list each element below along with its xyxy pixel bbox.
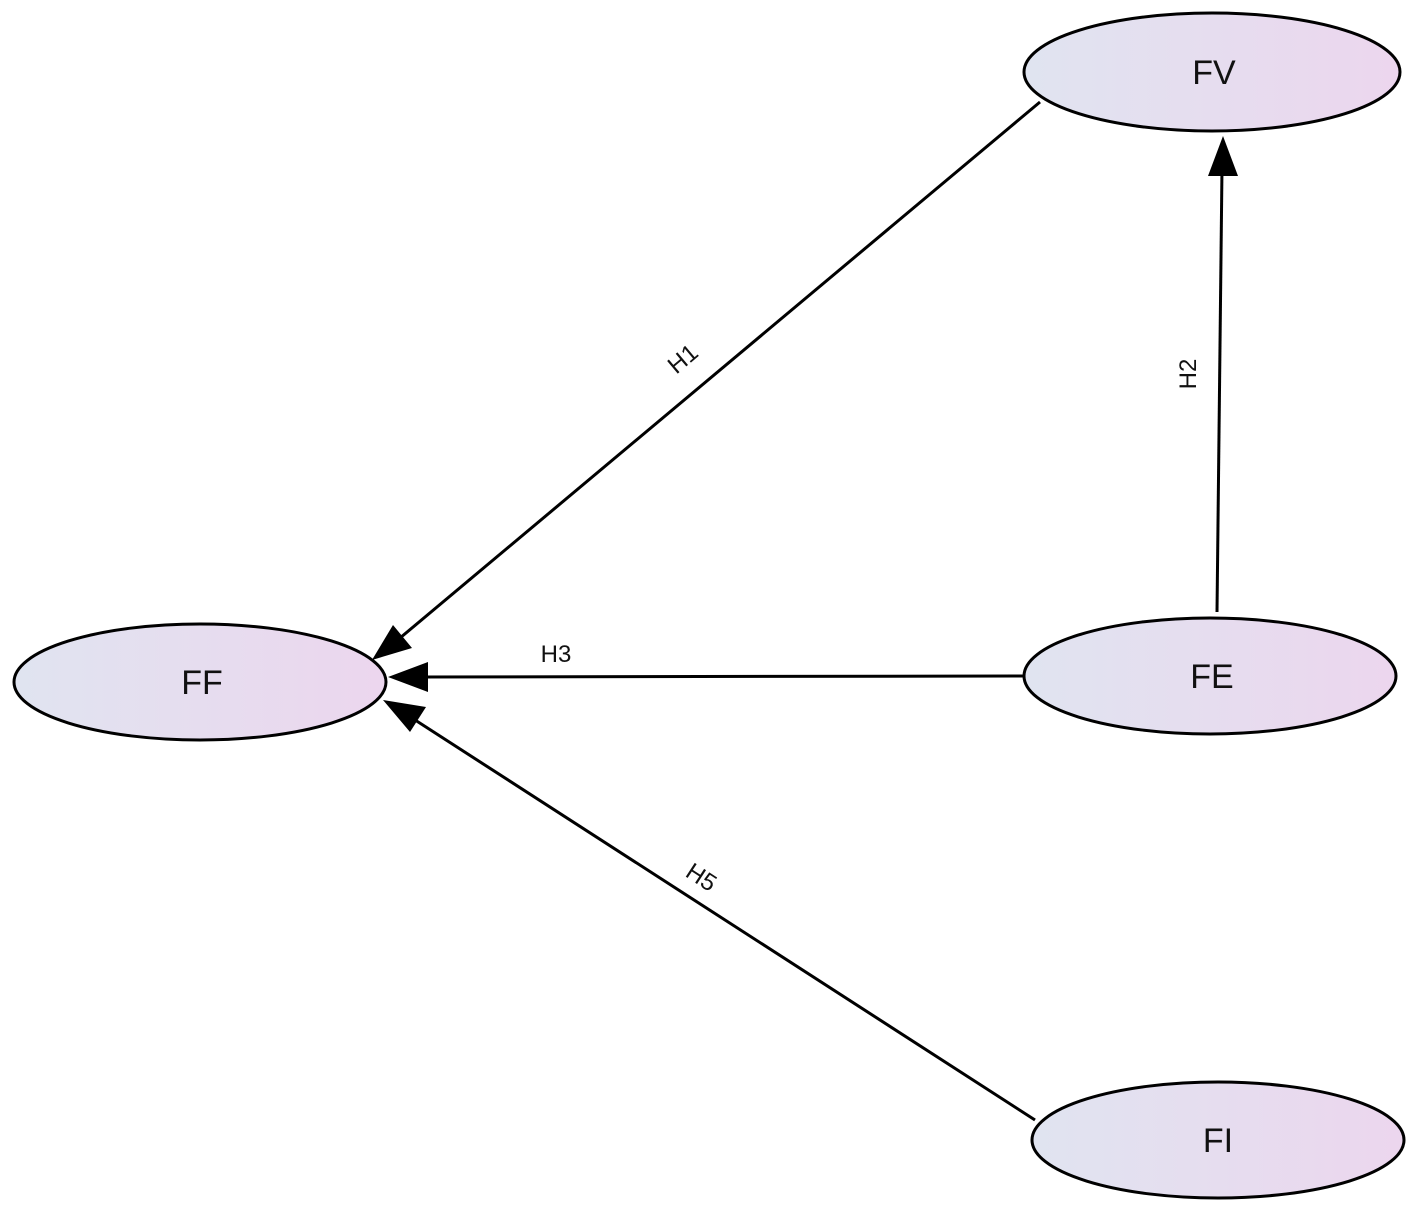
node-fv-ellipse xyxy=(1022,11,1402,133)
edge-h1-label: H1 xyxy=(663,339,704,379)
edge-h2: H2 xyxy=(1175,136,1238,613)
node-fv[interactable]: FV xyxy=(1022,11,1402,133)
nodes: FV FF FE FI xyxy=(12,11,1406,1200)
node-ff-ellipse xyxy=(12,622,388,742)
edge-h5: H5 xyxy=(383,700,1036,1122)
edge-h3-line xyxy=(419,674,1025,679)
node-fi-label: FI xyxy=(1203,1122,1233,1160)
node-ff[interactable]: FF xyxy=(12,622,388,742)
node-fe-label: FE xyxy=(1190,658,1233,696)
edge-h3-label: H3 xyxy=(541,641,572,668)
edge-h1-line xyxy=(399,100,1041,640)
edge-h2-line xyxy=(1215,167,1224,613)
edge-h5-label: H5 xyxy=(681,858,721,897)
node-fi[interactable]: FI xyxy=(1030,1080,1406,1200)
edge-h1: H1 xyxy=(372,100,1041,660)
node-fv-label: FV xyxy=(1192,54,1236,92)
edge-h1-arrowhead xyxy=(372,625,412,660)
node-ff-label: FF xyxy=(181,664,223,702)
edge-h3: H3 xyxy=(388,641,1025,692)
edge-h2-arrowhead xyxy=(1208,136,1238,176)
edge-h5-line xyxy=(411,716,1036,1122)
edge-h2-label: H2 xyxy=(1175,359,1202,390)
node-fe-ellipse xyxy=(1022,616,1398,736)
edges: H1 H2 H3 H5 xyxy=(372,100,1238,1122)
node-fe[interactable]: FE xyxy=(1022,616,1398,736)
node-fi-ellipse xyxy=(1030,1080,1406,1200)
edge-h5-arrowhead xyxy=(383,700,426,732)
edge-h3-arrowhead xyxy=(388,662,428,692)
